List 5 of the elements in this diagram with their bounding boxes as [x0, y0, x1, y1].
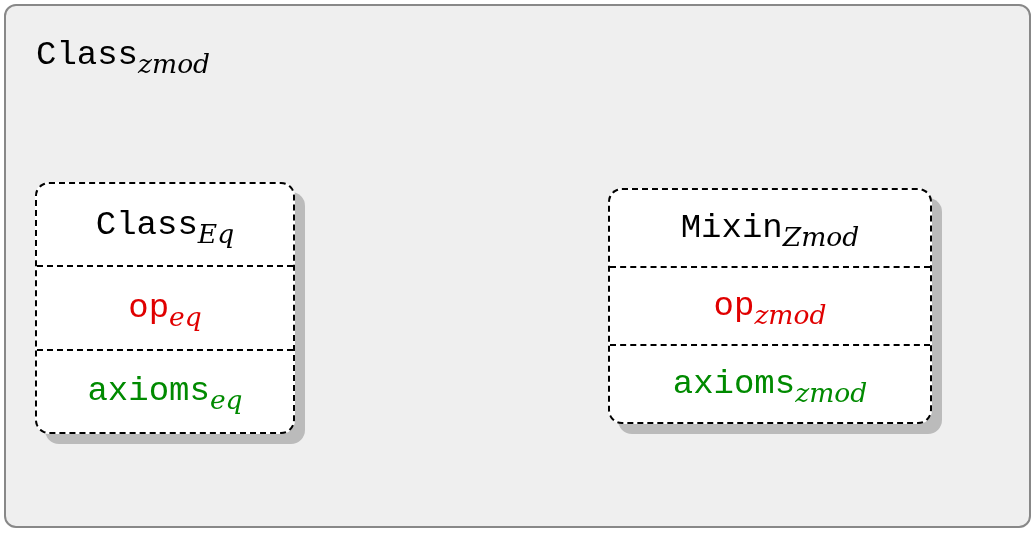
panel-title: Class$_{zmod}$ [36, 36, 211, 74]
class-name: Mixin$_{Zmod}$ [680, 209, 860, 247]
operation-label: op$_{zmod}$ [713, 287, 827, 325]
axioms-label: axioms$_{zmod}$ [672, 365, 868, 403]
container-panel [4, 4, 1031, 528]
